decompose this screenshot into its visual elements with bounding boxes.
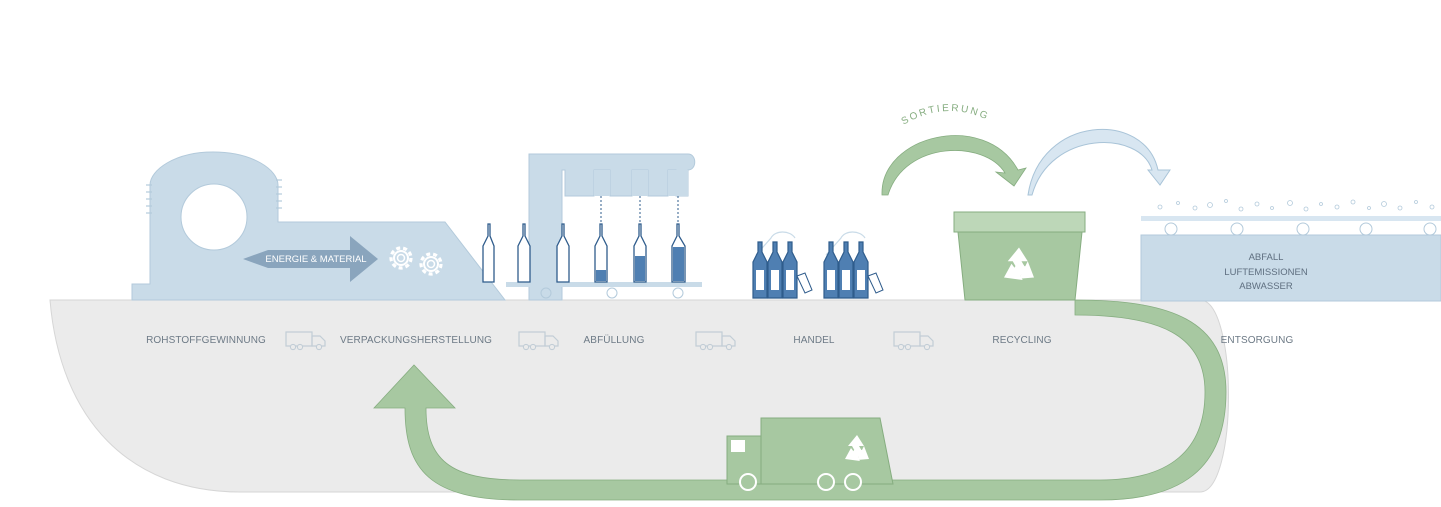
stage-label-handel: HANDEL — [793, 335, 835, 346]
disposal-arrow — [1027, 128, 1171, 196]
return-loop-arrow — [373, 299, 1227, 501]
energy-material-arrow — [243, 236, 378, 282]
recycling-bin — [953, 211, 1086, 301]
waste-outputs: ABFALL LUFTEMISSIONEN ABWASSER — [1206, 251, 1326, 295]
sorting-arrow — [881, 135, 1027, 196]
waste-line: ABWASSER — [1239, 281, 1293, 292]
disposal-conveyor — [1140, 199, 1441, 302]
bottle-row — [482, 223, 686, 283]
stage-label-abfuellung: ABFÜLLUNG — [583, 335, 645, 346]
stage-label-recycling: RECYCLING — [992, 335, 1052, 346]
stage-label-entsorgung: ENTSORGUNG — [1220, 335, 1294, 346]
truck-icon — [726, 417, 894, 491]
filling-machine — [506, 153, 702, 301]
retail-bottle-pack — [752, 231, 884, 299]
waste-line: LUFTEMISSIONEN — [1224, 266, 1308, 278]
stage-label-rohstoffgewinnung: ROHSTOFFGEWINNUNG — [146, 335, 266, 346]
waste-line: ABFALL — [1248, 252, 1284, 263]
energy-material-label: ENERGIE & MATERIAL — [265, 254, 367, 265]
sorting-label: SORTIERUNG — [900, 103, 991, 128]
extraction-machine — [131, 151, 507, 301]
price-tag-icon — [796, 272, 884, 294]
stage-label-verpackungsherstellung: VERPACKUNGSHERSTELLUNG — [339, 335, 493, 346]
ground-area — [49, 299, 1229, 493]
